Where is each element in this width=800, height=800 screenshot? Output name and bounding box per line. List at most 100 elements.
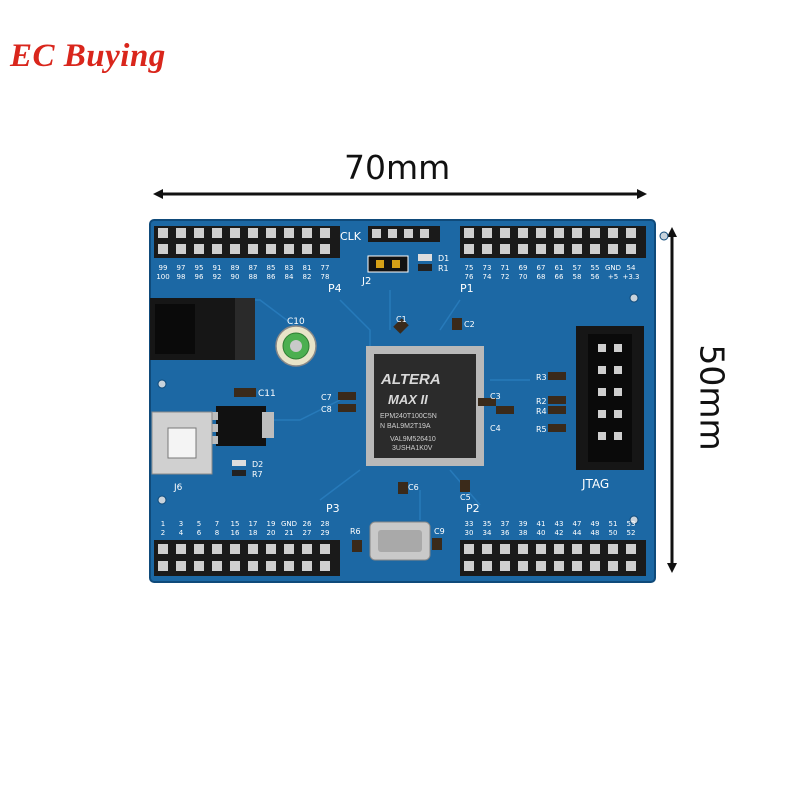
c2-label: C2 [464,320,475,329]
p3-pin-label: 2 [161,529,165,537]
p3-pin-label: 18 [249,529,258,537]
p3-pin-label: 3 [179,520,183,528]
j6-label: J6 [173,483,183,493]
p3-pin-label: 5 [197,520,201,528]
p4-label: P4 [328,282,342,295]
c3-label: C3 [490,392,501,401]
p1-pin-label: +5 [608,273,618,281]
p3-pin-label: 19 [267,520,276,528]
p4-pin-label: 87 [249,264,258,272]
c4-label: C4 [490,424,501,433]
p2-pin-label: 34 [483,529,492,537]
clk-label: CLK [340,230,362,243]
brand-logo: EC Buying [10,38,166,74]
p2-pin-label: 40 [537,529,546,537]
p4-pin-label: 78 [321,273,330,281]
p2-pin-label: 36 [501,529,510,537]
p3-pin-label: 15 [231,520,240,528]
r3-label: R3 [536,373,547,382]
p2-pin-label: 42 [555,529,564,537]
p4-pin-label: 95 [195,264,204,272]
mounting-holes [157,231,669,525]
p4-pin-label: 100 [156,273,169,281]
p3-pin-label: 28 [321,520,330,528]
p1-pin-label: 70 [519,273,528,281]
p3-pin-label: 6 [197,529,202,537]
voltage-regulator [206,406,274,446]
width-dimension-label: 70mm [344,148,451,187]
p3-pin-label: 8 [215,529,219,537]
p1-pin-label: +3.3 [623,273,640,281]
p4-pin-label: 77 [321,264,330,272]
p3-pin-label: 7 [215,520,219,528]
p4-pin-label: 99 [159,264,168,272]
header-p3 [154,540,340,576]
p4-pin-label: 96 [195,273,204,281]
p3-pin-label: GND [281,520,297,528]
r5-label: R5 [536,425,547,434]
p1-pin-label: 68 [537,273,546,281]
p2-pin-label: 43 [555,520,564,528]
p3-label: P3 [326,502,340,515]
p1-pin-label: 67 [537,264,546,272]
jtag-label: JTAG [581,477,609,491]
p2-pin-label: 30 [465,529,474,537]
r6-label: R6 [350,527,361,536]
chip-code-2: 3USHA1K0V [392,445,433,452]
p4-pin-label: 81 [303,264,312,272]
p2-pin-label: 51 [609,520,618,528]
p3-pin-label: 16 [231,529,240,537]
p4-pin-label: 85 [267,264,276,272]
c7-label: C7 [321,393,332,402]
j2-jumper [367,255,409,273]
p1-pin-label: GND [605,264,621,272]
p3-pin-label: 4 [179,529,184,537]
p2-pin-label: 35 [483,520,492,528]
p3-pin-label: 17 [249,520,258,528]
p1-pin-label: 72 [501,273,510,281]
p1-pin-label: 66 [555,273,564,281]
d1-label: D1 [438,254,449,263]
chip-part-number: EPM240T100C5N [380,413,437,420]
c9-label: C9 [434,527,445,536]
chip-logo: ALTERA [380,371,441,388]
p2-pin-label: 48 [591,529,600,537]
p1-pin-label: 54 [627,264,636,272]
p4-pin-label: 91 [213,264,222,272]
p4-pin-label: 89 [231,264,240,272]
c1-label: C1 [396,315,407,324]
r1-label: R1 [438,264,449,273]
chip-series: MAX II [388,392,428,407]
p2-pin-label: 53 [627,520,636,528]
p3-pin-label: 20 [267,529,276,537]
capacitor-c10 [275,325,317,367]
p2-pin-label: 41 [537,520,546,528]
p4-pin-label: 82 [303,273,312,281]
p1-label: P1 [460,282,474,295]
r2-label: R2 [536,397,547,406]
c5-label: C5 [460,493,471,502]
p1-pin-label: 74 [483,273,492,281]
p1-pin-label: 75 [465,264,474,272]
p4-pin-label: 92 [213,273,222,281]
p2-pin-label: 39 [519,520,528,528]
p3-pin-label: 27 [303,529,312,537]
j2-label: J2 [361,276,371,287]
p1-pin-label: 56 [591,273,600,281]
p2-pin-label: 33 [465,520,474,528]
p2-pin-label: 37 [501,520,510,528]
p2-pin-label: 47 [573,520,582,528]
p1-pin-label: 69 [519,264,528,272]
chip-lot: N BAL9M2T19A [380,423,431,430]
p1-pin-label: 55 [591,264,600,272]
c10-label: C10 [287,317,305,327]
crystal-oscillator [369,521,431,561]
p1-pin-label: 58 [573,273,582,281]
p2-label: P2 [466,502,480,515]
p4-pin-label: 90 [231,273,240,281]
d2-label: D2 [252,460,263,469]
r4-label: R4 [536,407,547,416]
altera-max-ii-chip: ALTERA MAX II EPM240T100C5N N BAL9M2T19A… [366,346,484,466]
p2-pin-label: 44 [573,529,582,537]
